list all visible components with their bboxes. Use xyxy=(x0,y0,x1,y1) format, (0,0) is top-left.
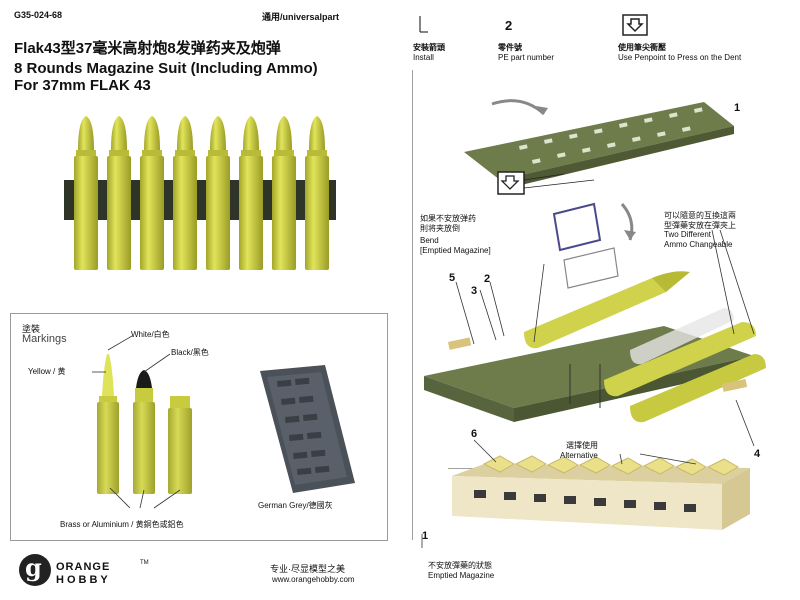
category-label: 通用/universalpart xyxy=(262,12,340,22)
alternative-note-en: Alternative xyxy=(560,451,598,460)
bend-note-en-1: Bend xyxy=(420,236,439,245)
step-1-top-label: 1 xyxy=(734,102,741,114)
label-brass: Brass or Aluminium / 黄銅色或鋁色 xyxy=(60,520,184,529)
changeable-note-en-1: Two Different xyxy=(664,230,711,239)
part-5-label: 5 xyxy=(449,272,456,284)
part-number-symbol: 2 xyxy=(505,18,513,33)
brand-logo-letter: g xyxy=(25,553,42,582)
brand-name-line2: HOBBY xyxy=(56,574,111,586)
part-6-label: 6 xyxy=(471,428,478,440)
legend-install-en: Install xyxy=(413,53,434,62)
grey-magazine-illustration xyxy=(260,365,355,493)
step-1-bottom-label: 1 xyxy=(422,530,429,542)
brand-tm: TM xyxy=(140,560,149,566)
legend-pen-en: Use Penpoint to Press on the Dent xyxy=(618,53,742,62)
brand-name-line1: ORANGE xyxy=(56,561,111,573)
alternative-note-cn: 選擇使用 xyxy=(566,441,598,450)
website-link[interactable]: www.orangehobby.com xyxy=(272,575,355,584)
title-en-line2: For 37mm FLAK 43 xyxy=(14,77,151,94)
emptied-note-en: Emptied Magazine xyxy=(428,571,495,580)
markings-shells-illustration xyxy=(92,335,192,509)
title-en-line1: 8 Rounds Magazine Suit (Including Ammo) xyxy=(14,60,318,77)
markings-panel xyxy=(10,313,388,541)
legend-part-en: PE part number xyxy=(498,53,555,62)
bend-note-cn-2: 則将夹放倒 xyxy=(420,224,460,233)
part-4-label: 4 xyxy=(754,448,761,460)
legend-part-cn: 零件號 xyxy=(498,43,522,52)
label-german-grey: German Grey/德國灰 xyxy=(258,501,333,510)
part-2-label: 2 xyxy=(484,273,491,285)
assembly-diagram xyxy=(421,99,766,548)
label-white: White/白色 xyxy=(131,330,170,339)
legend-pen-cn: 使用筆尖衝壓 xyxy=(618,43,666,52)
changeable-note-cn-1: 可以隨意的互換這兩 xyxy=(664,211,736,220)
label-black: Black/黑色 xyxy=(171,348,209,357)
install-arrow-icon xyxy=(419,16,428,33)
part-3-label: 3 xyxy=(471,285,478,297)
product-code: G35-024-68 xyxy=(14,10,63,20)
bend-note-en-2: [Emptied Magazine] xyxy=(420,246,491,255)
ammo-rack-illustration xyxy=(64,116,336,270)
pen-press-icon xyxy=(622,14,648,36)
brand-logo-icon xyxy=(19,554,51,586)
markings-title-cn: 塗裝 xyxy=(22,324,41,334)
label-yellow: Yellow / 黄 xyxy=(28,367,66,376)
changeable-note-en-2: Ammo Changeable xyxy=(664,240,733,249)
bend-note-cn-1: 如果不安放弹药 xyxy=(420,214,476,223)
bracket-left-vertical xyxy=(412,70,414,540)
markings-title-en: Markings xyxy=(22,333,67,345)
emptied-note-cn: 不安放彈藥的狀態 xyxy=(428,561,492,570)
title-cn: Flak43型37毫米高射炮8发弹药夹及炮弹 xyxy=(14,40,281,57)
slogan: 专业·尽显模型之美 xyxy=(270,564,345,574)
changeable-note-cn-2: 型彈藥安放在彈夾上 xyxy=(664,221,736,230)
legend-install-cn: 安裝箭頭 xyxy=(413,43,445,52)
